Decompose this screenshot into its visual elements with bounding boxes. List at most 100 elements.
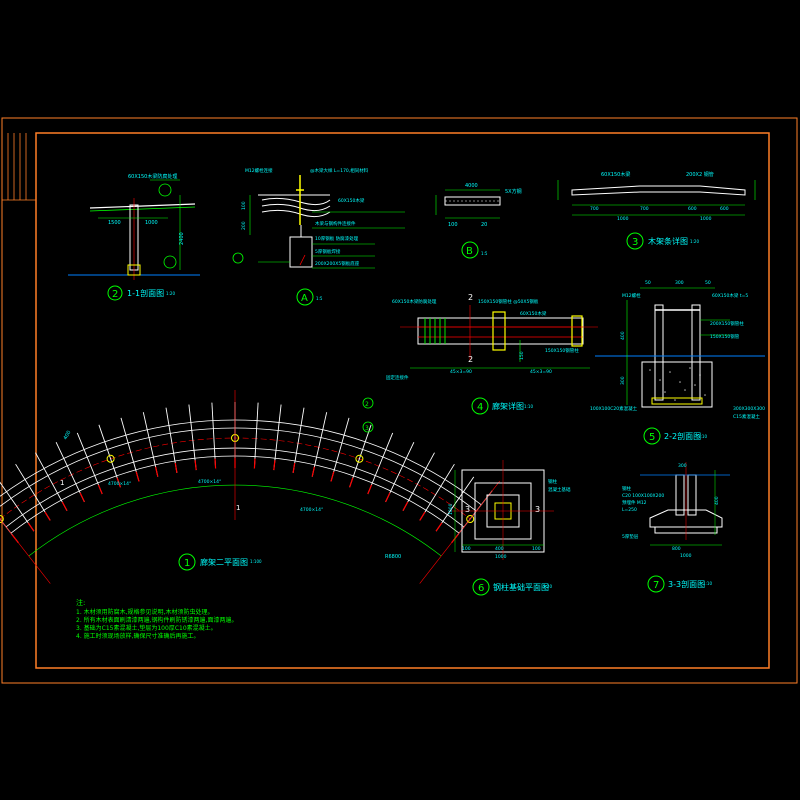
d7-note-0: 钢柱 bbox=[622, 485, 631, 492]
arc-rafter-end bbox=[135, 471, 140, 482]
notes-heading: 注: bbox=[76, 598, 85, 607]
d4-cut-mark-2: 2 bbox=[468, 355, 473, 364]
detail-A: M12螺栓连接 @木梁大样 L=170,相同材料 60X150木梁 木梁与钢构件… bbox=[232, 167, 405, 306]
d5-number: 5 bbox=[649, 432, 655, 443]
d6-mark-right: 3 bbox=[535, 505, 540, 514]
arc-rafter-end bbox=[155, 466, 159, 477]
d7-title: 3-3剖面图 bbox=[668, 579, 705, 589]
arc-rafter-end bbox=[349, 477, 354, 488]
d5-dim-5: 300 bbox=[620, 376, 626, 385]
d5-number-circle bbox=[643, 427, 661, 445]
d3-dim-0: 700 bbox=[590, 206, 599, 212]
arc-rafter bbox=[98, 424, 121, 488]
d6-dim-3: 1000 bbox=[495, 554, 507, 560]
arc-rafter-end bbox=[97, 484, 103, 495]
d2-title: 1-1剖面图 bbox=[127, 288, 164, 298]
arc-rafter bbox=[253, 402, 259, 469]
d3-title: 木架条详图 bbox=[648, 236, 688, 246]
d4-title: 廊架详图 bbox=[492, 401, 524, 411]
detail-3: 60X150木梁 200X2 钢管 700 700 600 600 1000 1… bbox=[557, 171, 756, 250]
arc-rafter bbox=[55, 442, 85, 503]
d3-dim-1: 700 bbox=[640, 206, 649, 212]
dA-note-6: 10厚钢板 防腐漆处理 bbox=[315, 235, 359, 242]
arc-rafter-end bbox=[27, 522, 35, 532]
arc-rafter bbox=[367, 432, 394, 495]
dA-note-3: 木梁与钢构件连接件 bbox=[315, 220, 356, 227]
d7-dim-0: 300 bbox=[678, 463, 687, 469]
detail-4: 60X150木梁防腐处理 150X150钢管柱 @50X5钢板 60X150木梁… bbox=[386, 293, 598, 415]
d1-title: 廊架二平面图 bbox=[200, 557, 248, 567]
dB-scale: 1:5 bbox=[481, 251, 488, 256]
arc-rafter-end bbox=[385, 492, 391, 503]
d2-note-beam: 60X150木梁防腐处理 bbox=[128, 173, 177, 180]
arc-rafter-end bbox=[174, 462, 178, 473]
dA-dim-2: 200 bbox=[241, 221, 247, 230]
d1-section-mark-2: 1 bbox=[60, 479, 64, 487]
d6-title: 钢柱基础平面图 bbox=[493, 582, 549, 592]
d3-number-circle bbox=[626, 232, 644, 250]
detail-7: 300 钢柱 C20 100X100X200 预埋件 M12 L=250 5厚垫… bbox=[622, 462, 730, 593]
d2-dim-2: 1000 bbox=[145, 220, 158, 226]
d5-note-3: 150X150钢管 bbox=[710, 333, 740, 340]
d6-dim-2: 100 bbox=[532, 546, 541, 552]
note-4: 4. 施工时须现场放样,确保尺寸准确后再施工。 bbox=[76, 632, 200, 640]
arc-radial-guide bbox=[419, 481, 500, 584]
d4-number-circle bbox=[471, 397, 489, 415]
arc-rafter-end bbox=[44, 511, 51, 521]
d5-note-5: 300X300X300 bbox=[733, 406, 765, 412]
d7-note-4: 5厚垫层 bbox=[622, 533, 639, 540]
dA-letter: A bbox=[301, 293, 308, 304]
arc-radial-guide bbox=[0, 518, 51, 584]
d2-dim-3: 2400 bbox=[179, 232, 185, 245]
d1-scale: 1:100 bbox=[250, 559, 262, 564]
arc-rafter bbox=[349, 424, 372, 488]
d5-dim-0: 50 bbox=[645, 280, 651, 286]
d3-scale: 1:20 bbox=[690, 239, 699, 244]
dA-dim-0: 100 bbox=[241, 201, 247, 210]
dB-letter-circle bbox=[461, 241, 479, 259]
d6-note-1: 混凝土基础 bbox=[548, 486, 571, 493]
arc-rafter-end bbox=[61, 501, 68, 511]
d4-dim-1: 45×3=90 bbox=[450, 369, 472, 375]
arc-rafter bbox=[211, 402, 217, 469]
general-notes: 注: 1. 木材须用防腐木,规格参见说明,木材须防虫处理。 2. 所有木材表面刷… bbox=[76, 598, 237, 640]
arc-rafter bbox=[76, 432, 103, 495]
dA-letter-circle bbox=[296, 288, 314, 306]
d3-dim-3: 600 bbox=[720, 206, 729, 212]
d4-scale: 1:10 bbox=[524, 404, 533, 409]
d4-note-4: 固定连接件 bbox=[386, 374, 409, 381]
arc-outer-beam-inner bbox=[0, 427, 477, 512]
arc-rafter bbox=[142, 412, 159, 477]
arc-rafter-end bbox=[214, 458, 217, 469]
arc-rafter-end bbox=[79, 492, 85, 503]
d4-dim-0: 150 bbox=[519, 351, 525, 360]
dA-note-0: M12螺栓连接 bbox=[245, 167, 273, 174]
d7-dim-7: 1000 bbox=[680, 553, 692, 559]
arc-rafter-end bbox=[116, 477, 121, 488]
arc-rafter bbox=[35, 452, 68, 511]
dB-note-0: 5X方钢 bbox=[505, 188, 522, 195]
arc-rafter bbox=[385, 442, 415, 503]
sheet-outer-border bbox=[1, 117, 798, 684]
d1-dim-2: 4700×14° bbox=[198, 479, 221, 485]
d5-note-4: 100X100C20素混凝土 bbox=[590, 405, 638, 412]
d3-note-1: 200X2 钢管 bbox=[686, 171, 714, 178]
d5-title: 2-2剖面图 bbox=[664, 431, 701, 441]
d4-number: 4 bbox=[477, 402, 483, 413]
dA-note-5: 200X200X5钢板底座 bbox=[315, 260, 360, 267]
arc-rafter bbox=[120, 417, 140, 482]
arc-rafter bbox=[165, 407, 178, 473]
d3-dim-4: 1000 bbox=[617, 216, 629, 222]
arc-rafter-end bbox=[419, 511, 426, 521]
dA-note-2: 60X150木梁 bbox=[338, 197, 365, 204]
dB-dim-0: 4000 bbox=[465, 183, 478, 189]
dB-dim-2: 20 bbox=[481, 222, 487, 228]
detail-6: 3 3 钢柱 混凝土基础 100 400 100 1000 1000 6 钢柱基… bbox=[448, 460, 571, 596]
arc-rafter bbox=[311, 412, 328, 477]
d1-number-circle bbox=[178, 553, 196, 571]
d5-note-0: M12螺栓 bbox=[622, 292, 641, 299]
dA-note-1: @木梁大样 L=170,相同材料 bbox=[310, 167, 369, 174]
arc-rafter bbox=[330, 417, 350, 482]
arc-rafter-end bbox=[194, 460, 197, 471]
